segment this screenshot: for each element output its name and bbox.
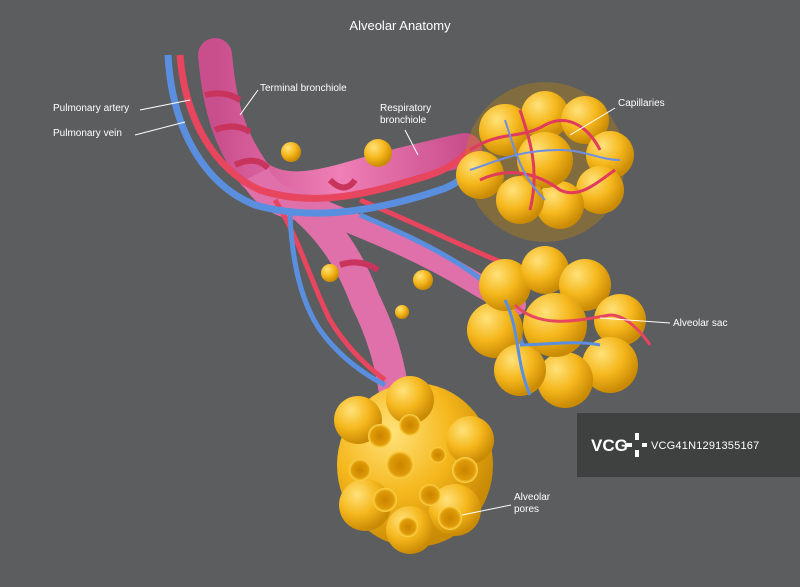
bronchiole-tree	[198, 38, 526, 415]
alveolar-sac-cluster	[467, 246, 652, 408]
label-respiratory-line1: Respiratory	[380, 103, 432, 114]
watermark: VCG VCG41N1291355167	[577, 413, 800, 477]
label-respiratory-line2: bronchiole	[380, 115, 427, 126]
floating-alveoli	[281, 139, 433, 319]
label-capillaries: Capillaries	[618, 98, 665, 109]
leader-lines	[134, 89, 671, 516]
diagram-title: Alveolar Anatomy	[349, 18, 451, 33]
label-pulmonary-artery: Pulmonary artery	[53, 103, 130, 114]
label-respiratory-bronchiole: Respiratory bronchiole	[380, 103, 431, 127]
watermark-id: VCG41N1291355167	[651, 440, 760, 452]
vcg-logo-icon: VCG	[591, 433, 647, 457]
label-alveolar-sac: Alveolar sac	[673, 318, 728, 329]
svg-text:VCG: VCG	[591, 436, 628, 455]
alveolar-pores-cluster	[334, 376, 494, 554]
label-pores-line1: Alveolar	[514, 492, 551, 503]
label-pulmonary-vein: Pulmonary vein	[53, 128, 122, 139]
capillary-cluster	[456, 82, 634, 242]
label-terminal-bronchiole: Terminal bronchiole	[260, 83, 347, 94]
label-alveolar-pores: Alveolar pores	[514, 492, 550, 516]
label-pores-line2: pores	[514, 504, 540, 515]
